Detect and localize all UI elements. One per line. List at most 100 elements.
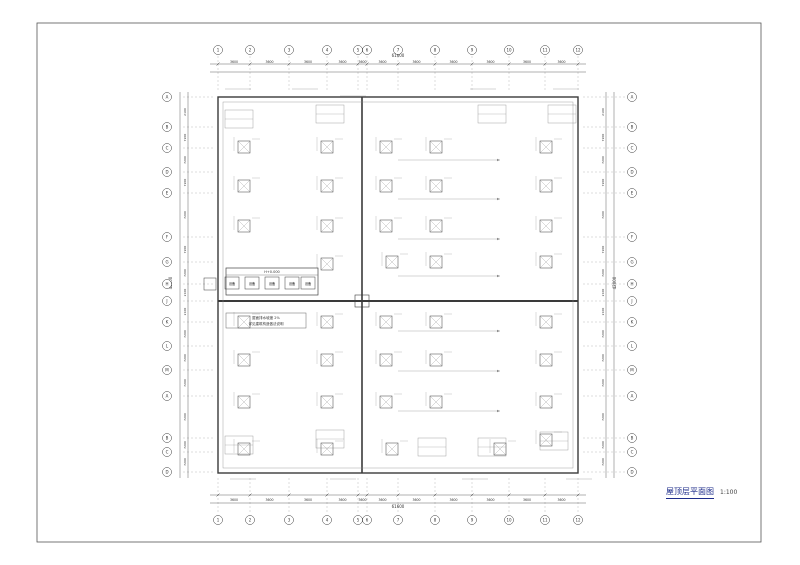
grid-bubble-label: 5 <box>357 518 360 523</box>
grid-bubble-label: M <box>630 368 634 373</box>
roof-drain-hatch <box>379 353 393 367</box>
roof-drain-pad <box>429 395 443 409</box>
total-height-label-right: 42000 <box>612 276 617 289</box>
dimension-text-right: 7200 <box>601 211 605 219</box>
slope-arrowhead <box>497 409 500 413</box>
grid-bubble-label: J <box>165 299 167 304</box>
dimension-text-top: 3600 <box>378 60 386 64</box>
grid-bubble-top <box>467 45 477 55</box>
building-outline <box>217 96 579 474</box>
grid-bubble-left <box>162 296 172 306</box>
roof-drain-hatch <box>429 255 443 269</box>
roof-drain-hatch <box>379 140 393 154</box>
grid-bubble-top <box>504 45 514 55</box>
grid-bubble-label: H <box>630 282 633 287</box>
grid-bubble-right <box>627 365 637 375</box>
dimension-text-bottom: 3600 <box>338 498 346 502</box>
slope-arrowhead <box>497 329 500 333</box>
total-width-label-bottom: 61600 <box>392 504 405 509</box>
roof-drain-pad <box>237 442 251 456</box>
grid-bubble-label: F <box>166 235 169 240</box>
equipment-cell-label: 设备 <box>289 281 296 286</box>
roof-drain-hatch <box>379 219 393 233</box>
central-column <box>354 294 370 308</box>
roof-drain-pad <box>539 353 553 367</box>
dimension-tick <box>396 62 400 66</box>
dimension-tick <box>325 62 329 66</box>
grid-bubble-label: D <box>165 170 168 175</box>
grid-bubble-right <box>627 232 637 242</box>
roof-drain-hatch <box>320 140 334 154</box>
dimension-text-right: 2100 <box>601 308 605 316</box>
dimension-tick <box>396 493 400 497</box>
roof-drain-pad <box>237 219 251 233</box>
dimension-text-left: 7200 <box>183 413 187 421</box>
grid-bubble-top <box>213 45 223 55</box>
grid-bubble-label: D <box>630 470 633 475</box>
grid-bubble-label: K <box>166 320 169 325</box>
roof-drain-hatch <box>429 219 443 233</box>
dimension-tick <box>470 62 474 66</box>
roof-drain-pad <box>320 257 334 271</box>
grid-bubble-label: 4 <box>326 518 329 523</box>
grid-bubble-right <box>627 296 637 306</box>
dimension-text-right: 7200 <box>601 379 605 387</box>
grid-bubble-right <box>627 467 637 477</box>
grid-bubble-bottom <box>430 515 440 525</box>
roof-drain-pad <box>237 395 251 409</box>
grid-bubble-label: C <box>166 450 169 455</box>
grid-bubble-label: 7 <box>397 518 400 523</box>
roof-drain-hatch <box>429 179 443 193</box>
grid-bubble-label: A <box>166 394 169 399</box>
grid-bubble-label: E <box>631 191 634 196</box>
roof-drain-pad <box>429 140 443 154</box>
dimension-text-bottom: 3600 <box>412 498 420 502</box>
roof-drain-pad <box>539 179 553 193</box>
roof-drain-hatch <box>385 442 399 456</box>
dimension-text-bottom: 3600 <box>557 498 565 502</box>
dimension-text-top: 3600 <box>338 60 346 64</box>
roof-drain-hatch <box>429 140 443 154</box>
roof-drain-pad <box>429 255 443 269</box>
grid-bubble-label: 12 <box>575 518 581 523</box>
dimension-text-left: 7200 <box>183 179 187 187</box>
dimension-text-left: 7200 <box>183 246 187 254</box>
dimension-text-left: 7200 <box>183 211 187 219</box>
parapet-line <box>222 101 574 469</box>
grid-bubble-label: E <box>166 191 169 196</box>
roof-drain-hatch <box>237 395 251 409</box>
grid-bubble-label: C <box>166 146 169 151</box>
roof-drain-pad <box>237 140 251 154</box>
grid-bubble-label: 10 <box>506 48 512 53</box>
roof-drain-pad <box>379 395 393 409</box>
roof-drain-hatch <box>385 255 399 269</box>
roof-drain-pad <box>320 353 334 367</box>
grid-bubble-bottom <box>467 515 477 525</box>
grid-bubble-left <box>162 167 172 177</box>
grid-bubble-label: D <box>630 170 633 175</box>
dimension-tick <box>365 493 369 497</box>
grid-bubble-bottom <box>213 515 223 525</box>
equipment-room-cells: 设备设备设备设备设备 <box>224 276 316 290</box>
grid-bubble-right <box>627 447 637 457</box>
equipment-cell <box>300 276 316 290</box>
roof-drain-hatch <box>320 179 334 193</box>
grid-bubble-left <box>162 122 172 132</box>
grid-bubble-bottom <box>504 515 514 525</box>
dimension-tick <box>576 493 580 497</box>
dimension-text-left: 7200 <box>183 134 187 142</box>
dimension-text-right: 2100 <box>601 289 605 297</box>
note-line-1: 屋面排水坡度 2% <box>252 315 280 320</box>
roof-drain-hatch <box>320 353 334 367</box>
roof-drain-hatch <box>379 395 393 409</box>
grid-bubble-right <box>627 279 637 289</box>
roof-drain-hatch <box>539 255 553 269</box>
roof-drain-hatch <box>320 395 334 409</box>
dimension-text-bottom: 3600 <box>378 498 386 502</box>
roof-drain-pad <box>429 353 443 367</box>
dimension-tick <box>356 493 360 497</box>
grid-bubble-label: G <box>630 260 633 265</box>
dimension-text-top: 3600 <box>557 60 565 64</box>
grid-bubble-top <box>322 45 332 55</box>
roof-drain-pad <box>429 219 443 233</box>
